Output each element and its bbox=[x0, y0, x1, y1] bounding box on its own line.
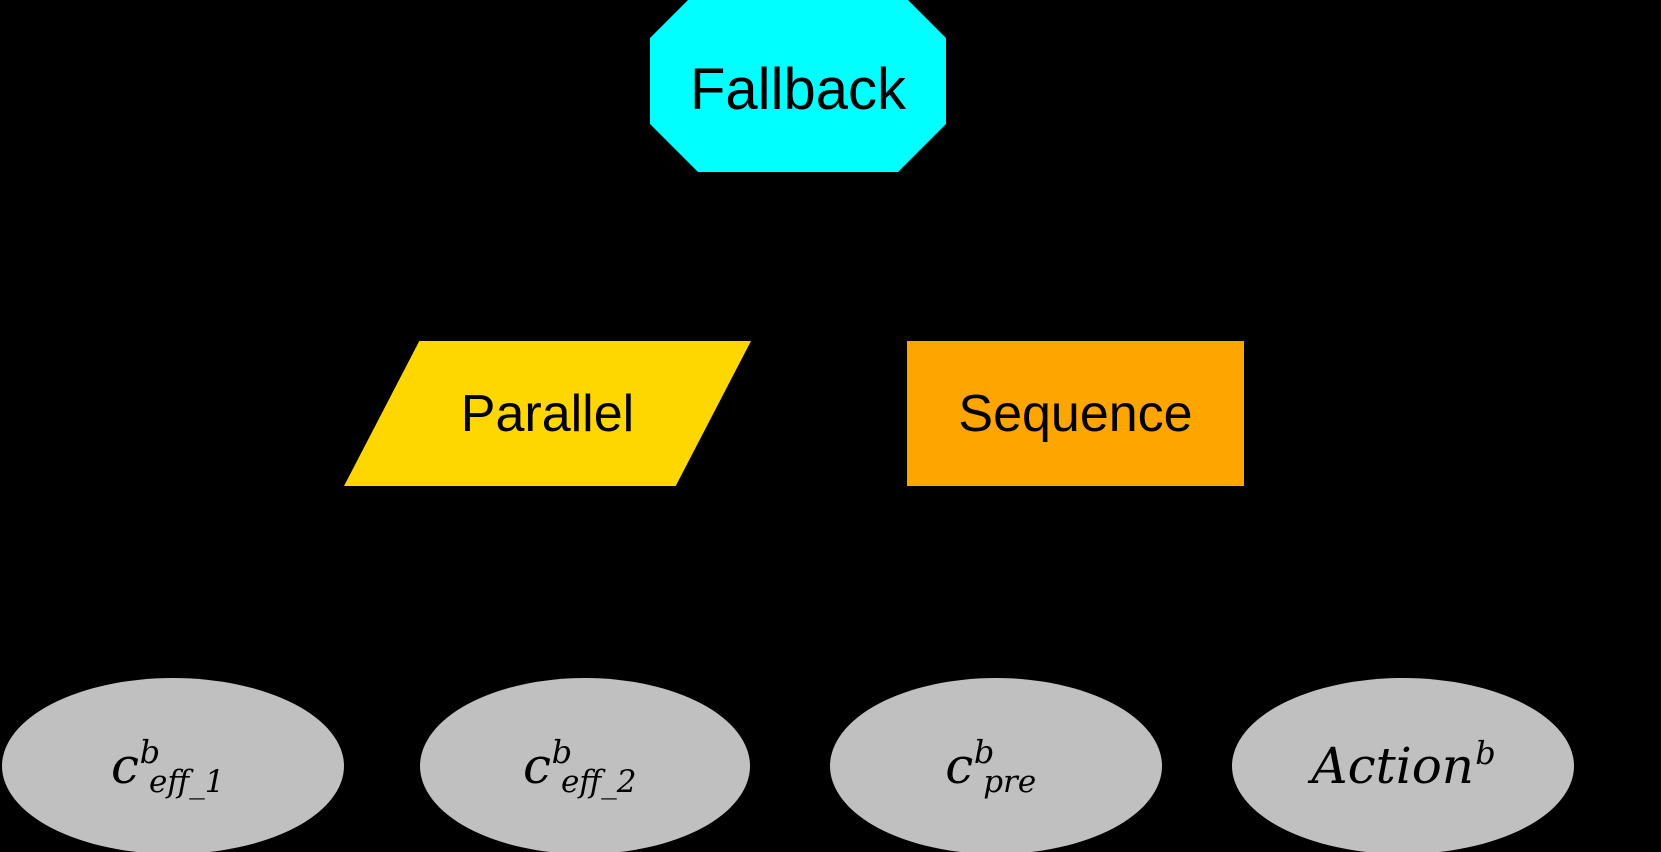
ellipse-shape bbox=[1232, 678, 1574, 852]
ellipse-shape bbox=[830, 678, 1162, 852]
node-condition-c-eff-1[interactable]: cbeff_1 bbox=[2, 678, 344, 852]
node-action[interactable]: Actionb bbox=[1232, 678, 1574, 852]
octagon-shape bbox=[650, 0, 946, 172]
ellipse-shape bbox=[420, 678, 750, 852]
node-sequence[interactable]: Sequence bbox=[907, 341, 1244, 486]
parallelogram-shape bbox=[344, 341, 751, 486]
rectangle-shape bbox=[907, 341, 1244, 486]
node-fallback[interactable]: Fallback bbox=[650, 0, 946, 172]
node-condition-c-eff-2[interactable]: cbeff_2 bbox=[420, 678, 750, 852]
node-parallel[interactable]: Parallel bbox=[344, 341, 751, 486]
node-condition-c-pre[interactable]: cbpre bbox=[830, 678, 1162, 852]
ellipse-shape bbox=[2, 678, 344, 852]
